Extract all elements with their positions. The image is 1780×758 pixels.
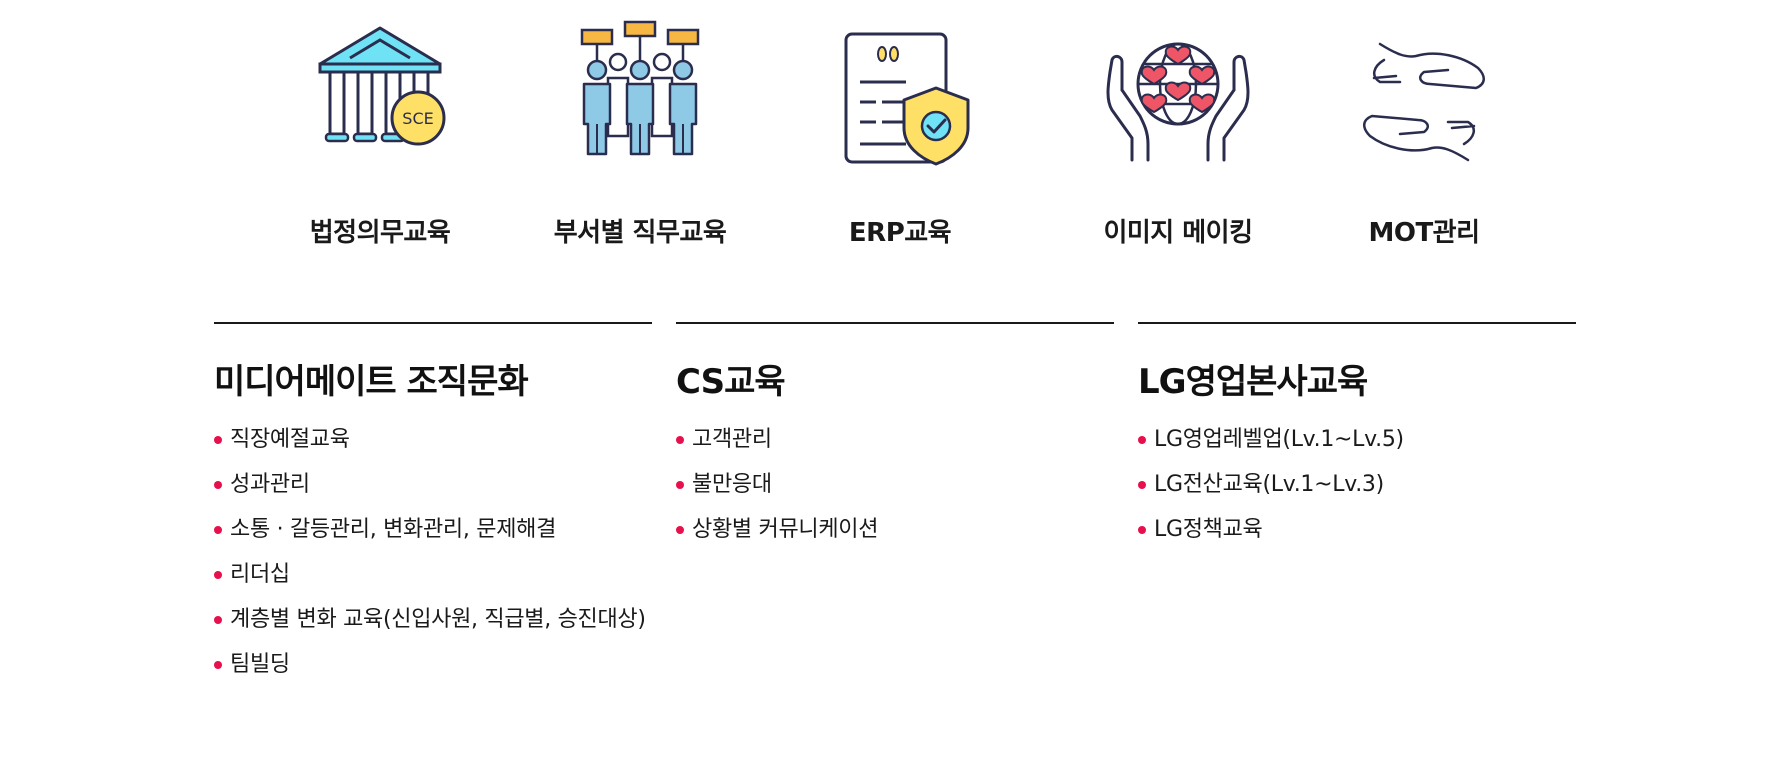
divider	[214, 322, 652, 324]
bullet-dot-icon	[214, 436, 222, 444]
divider	[1138, 322, 1576, 324]
hands-globe-hearts-icon	[1106, 42, 1250, 162]
course-list: LG영업레벨업(Lv.1~Lv.5) LG전산교육(Lv.1~Lv.3) LG정…	[1138, 417, 1576, 552]
program-card-department[interactable]: 부서별 직무교육	[530, 20, 750, 249]
bullet-dot-icon	[214, 616, 222, 624]
course-list: 직장예절교육 성과관리 소통 · 갈등관리, 변화관리, 문제해결 리더십 계층…	[214, 417, 652, 687]
program-card-image-making[interactable]: 이미지 메이킹	[1068, 20, 1288, 249]
list-item[interactable]: 성과관리	[214, 462, 652, 507]
bullet-dot-icon	[1138, 481, 1146, 489]
list-item[interactable]: 리더십	[214, 552, 652, 597]
program-icons-row: SCE 법정의무교육 부서별 직무교육	[0, 0, 1780, 248]
column-title: 미디어메이트 조직문화	[214, 362, 529, 402]
bullet-dot-icon	[1138, 436, 1146, 444]
bullet-dot-icon	[676, 526, 684, 534]
list-item[interactable]: 계층별 변화 교육(신입사원, 직급별, 승진대상)	[214, 597, 652, 642]
list-item[interactable]: 팀빌딩	[214, 642, 652, 687]
list-item[interactable]: 불만응대	[676, 462, 1114, 507]
bullet-dot-icon	[1138, 526, 1146, 534]
team-with-signs-icon	[580, 20, 700, 156]
bullet-dot-icon	[214, 571, 222, 579]
caring-hands-icon	[1363, 42, 1485, 162]
document-shield-check-icon	[844, 32, 970, 166]
list-item[interactable]: LG전산교육(Lv.1~Lv.3)	[1138, 462, 1576, 507]
list-item[interactable]: 직장예절교육	[214, 417, 652, 462]
svg-text:SCE: SCE	[402, 109, 433, 128]
program-card-legal[interactable]: SCE 법정의무교육	[270, 20, 490, 249]
column-cs-education: CS교육 고객관리 불만응대 상황별 커뮤니케이션	[676, 322, 1114, 552]
program-card-mot[interactable]: MOT관리	[1314, 20, 1534, 249]
bullet-dot-icon	[214, 481, 222, 489]
course-list: 고객관리 불만응대 상황별 커뮤니케이션	[676, 417, 1114, 552]
program-card-erp[interactable]: ERP교육	[790, 20, 1010, 249]
program-label: 이미지 메이킹	[1103, 218, 1253, 248]
divider	[676, 322, 1114, 324]
courthouse-sce-icon: SCE	[318, 26, 446, 146]
column-lg-sales-hq: LG영업본사교육 LG영업레벨업(Lv.1~Lv.5) LG전산교육(Lv.1~…	[1138, 322, 1576, 552]
column-title: LG영업본사교육	[1138, 362, 1368, 402]
program-label: 법정의무교육	[309, 218, 451, 248]
list-item[interactable]: LG영업레벨업(Lv.1~Lv.5)	[1138, 417, 1576, 462]
bullet-dot-icon	[214, 526, 222, 534]
bullet-dot-icon	[676, 481, 684, 489]
list-item[interactable]: 상황별 커뮤니케이션	[676, 507, 1114, 552]
program-label: MOT관리	[1368, 218, 1480, 248]
column-title: CS교육	[676, 362, 786, 402]
list-item[interactable]: LG정책교육	[1138, 507, 1576, 552]
bullet-dot-icon	[676, 436, 684, 444]
bullet-dot-icon	[214, 661, 222, 669]
program-label: ERP교육	[848, 218, 952, 248]
column-organization-culture: 미디어메이트 조직문화 직장예절교육 성과관리 소통 · 갈등관리, 변화관리,…	[214, 322, 652, 687]
list-item[interactable]: 소통 · 갈등관리, 변화관리, 문제해결	[214, 507, 652, 552]
list-item[interactable]: 고객관리	[676, 417, 1114, 462]
program-label: 부서별 직무교육	[553, 218, 727, 248]
